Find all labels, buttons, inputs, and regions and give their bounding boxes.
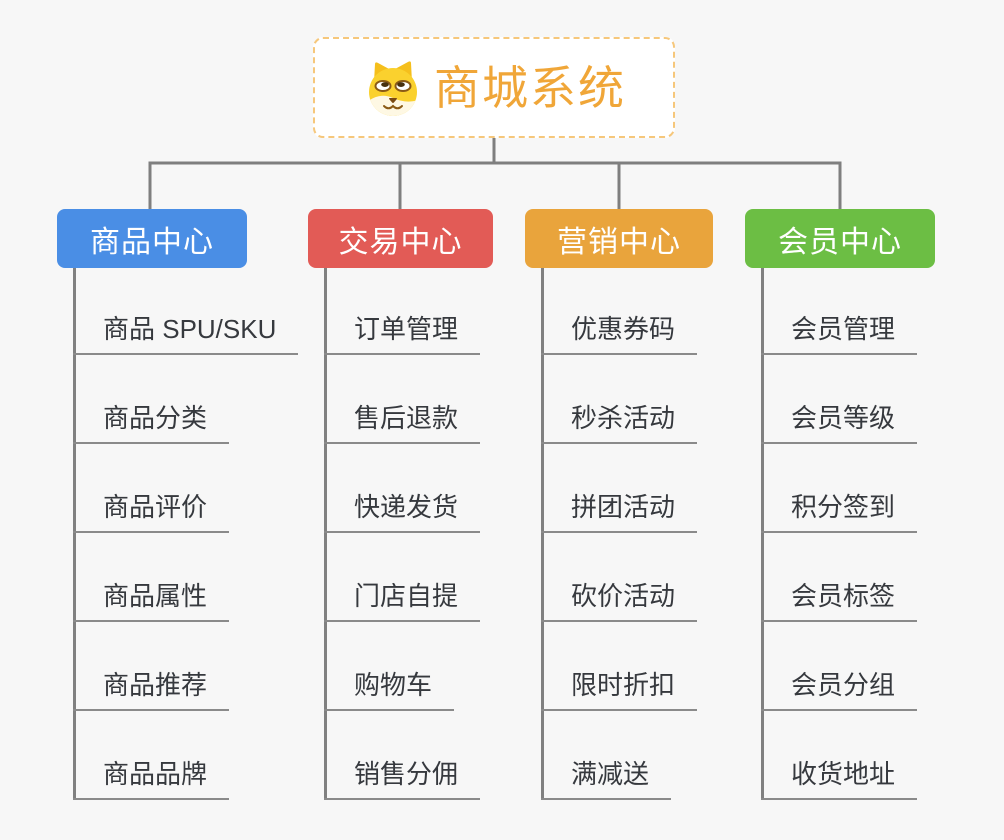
leaf-node[interactable]: 会员标签 (761, 533, 918, 622)
leaf-node[interactable]: 收货地址 (761, 711, 918, 800)
branch-node-marketing-center[interactable]: 营销中心 (525, 209, 713, 268)
branch-children-product: 商品 SPU/SKU 商品分类 商品评价 商品属性 商品推荐 商品品牌 (73, 268, 308, 800)
leaf-node[interactable]: 销售分佣 (324, 711, 481, 800)
dog-face-icon (362, 58, 424, 118)
leaf-node[interactable]: 拼团活动 (541, 444, 698, 533)
leaf-node[interactable]: 优惠券码 (541, 268, 698, 355)
leaf-node[interactable]: 会员管理 (761, 268, 918, 355)
leaf-node[interactable]: 商品分类 (73, 355, 230, 444)
leaf-node[interactable]: 满减送 (541, 711, 672, 800)
leaf-node[interactable]: 商品评价 (73, 444, 230, 533)
root-title: 商城系统 (434, 61, 626, 114)
leaf-node[interactable]: 砍价活动 (541, 533, 698, 622)
leaf-node[interactable]: 会员等级 (761, 355, 918, 444)
leaf-node[interactable]: 门店自提 (324, 533, 481, 622)
leaf-node[interactable]: 会员分组 (761, 622, 918, 711)
branch-node-member-center[interactable]: 会员中心 (745, 209, 935, 268)
leaf-node[interactable]: 积分签到 (761, 444, 918, 533)
leaf-node[interactable]: 商品 SPU/SKU (73, 268, 299, 355)
leaf-node[interactable]: 商品品牌 (73, 711, 230, 800)
leaf-node[interactable]: 商品属性 (73, 533, 230, 622)
leaf-node[interactable]: 快递发货 (324, 444, 481, 533)
branch-children-marketing: 优惠券码 秒杀活动 拼团活动 砍价活动 限时折扣 满减送 (541, 268, 776, 800)
branch-children-trade: 订单管理 售后退款 快递发货 门店自提 购物车 销售分佣 (324, 268, 559, 800)
leaf-node[interactable]: 订单管理 (324, 268, 481, 355)
leaf-node[interactable]: 购物车 (324, 622, 455, 711)
branch-children-member: 会员管理 会员等级 积分签到 会员标签 会员分组 收货地址 (761, 268, 996, 800)
branch-node-trade-center[interactable]: 交易中心 (308, 209, 493, 268)
root-node[interactable]: 商城系统 (313, 37, 675, 138)
branch-node-product-center[interactable]: 商品中心 (57, 209, 247, 268)
leaf-node[interactable]: 商品推荐 (73, 622, 230, 711)
leaf-node[interactable]: 限时折扣 (541, 622, 698, 711)
leaf-node[interactable]: 秒杀活动 (541, 355, 698, 444)
leaf-node[interactable]: 售后退款 (324, 355, 481, 444)
